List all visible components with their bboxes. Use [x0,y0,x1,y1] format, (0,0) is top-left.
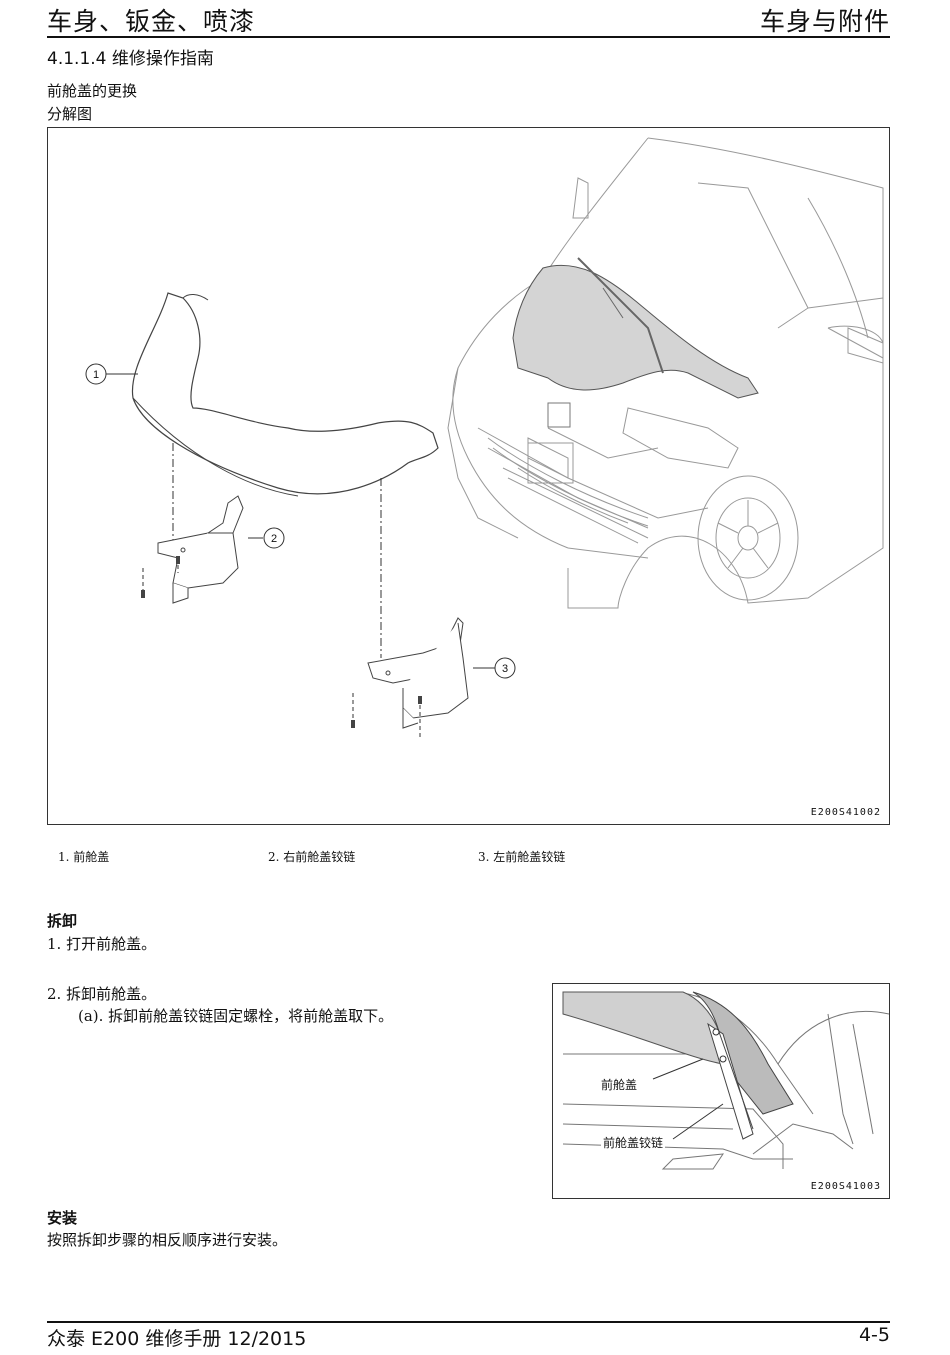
caption-item-1: 1. 前舱盖 [58,850,110,864]
callout-3: 3 [502,663,508,675]
install-text: 按照拆卸步骤的相反顺序进行安装。 [47,1231,288,1249]
exploded-view-illustration: 1 2 3 [85,137,884,740]
hinge-detail-illustration [562,991,889,1170]
removal-step-2a: (a). 拆卸前舱盖铰链固定螺栓，将前舱盖取下。 [78,1007,394,1025]
removal-step-1: 1. 打开前舱盖。 [47,935,157,953]
exploded-view-figure: 1 2 3 E200S41002 [47,127,890,825]
footer-page-number: 4-5 [858,1324,890,1346]
footer-rule [47,1321,890,1323]
label-hood-hinge: 前舱盖铰链 [601,1134,666,1151]
hinge-detail-figure: 前舱盖 前舱盖铰链 E200S41003 [552,983,890,1199]
diagram-title: 分解图 [47,105,93,123]
figure-code: E200S41002 [810,807,881,818]
label-hood: 前舱盖 [599,1076,640,1093]
header-section-title: 车身与附件 [759,7,890,36]
header-chapter-title: 车身、钣金、喷漆 [47,7,256,36]
removal-heading: 拆卸 [47,912,78,930]
install-heading: 安装 [47,1209,78,1227]
header-rule [47,36,890,38]
footer-manual-title: 众泰 E200 维修手册 12/2015 [47,1328,307,1350]
callout-2: 2 [271,533,277,545]
procedure-title: 前舱盖的更换 [47,82,138,100]
caption-item-3: 3. 左前舱盖铰链 [478,850,566,864]
figure2-code: E200S41003 [810,1181,881,1192]
callout-1: 1 [93,369,99,381]
section-title: 4.1.1.4 维修操作指南 [47,49,214,69]
removal-step-2: 2. 拆卸前舱盖。 [47,985,157,1003]
caption-item-2: 2. 右前舱盖铰链 [268,850,356,864]
